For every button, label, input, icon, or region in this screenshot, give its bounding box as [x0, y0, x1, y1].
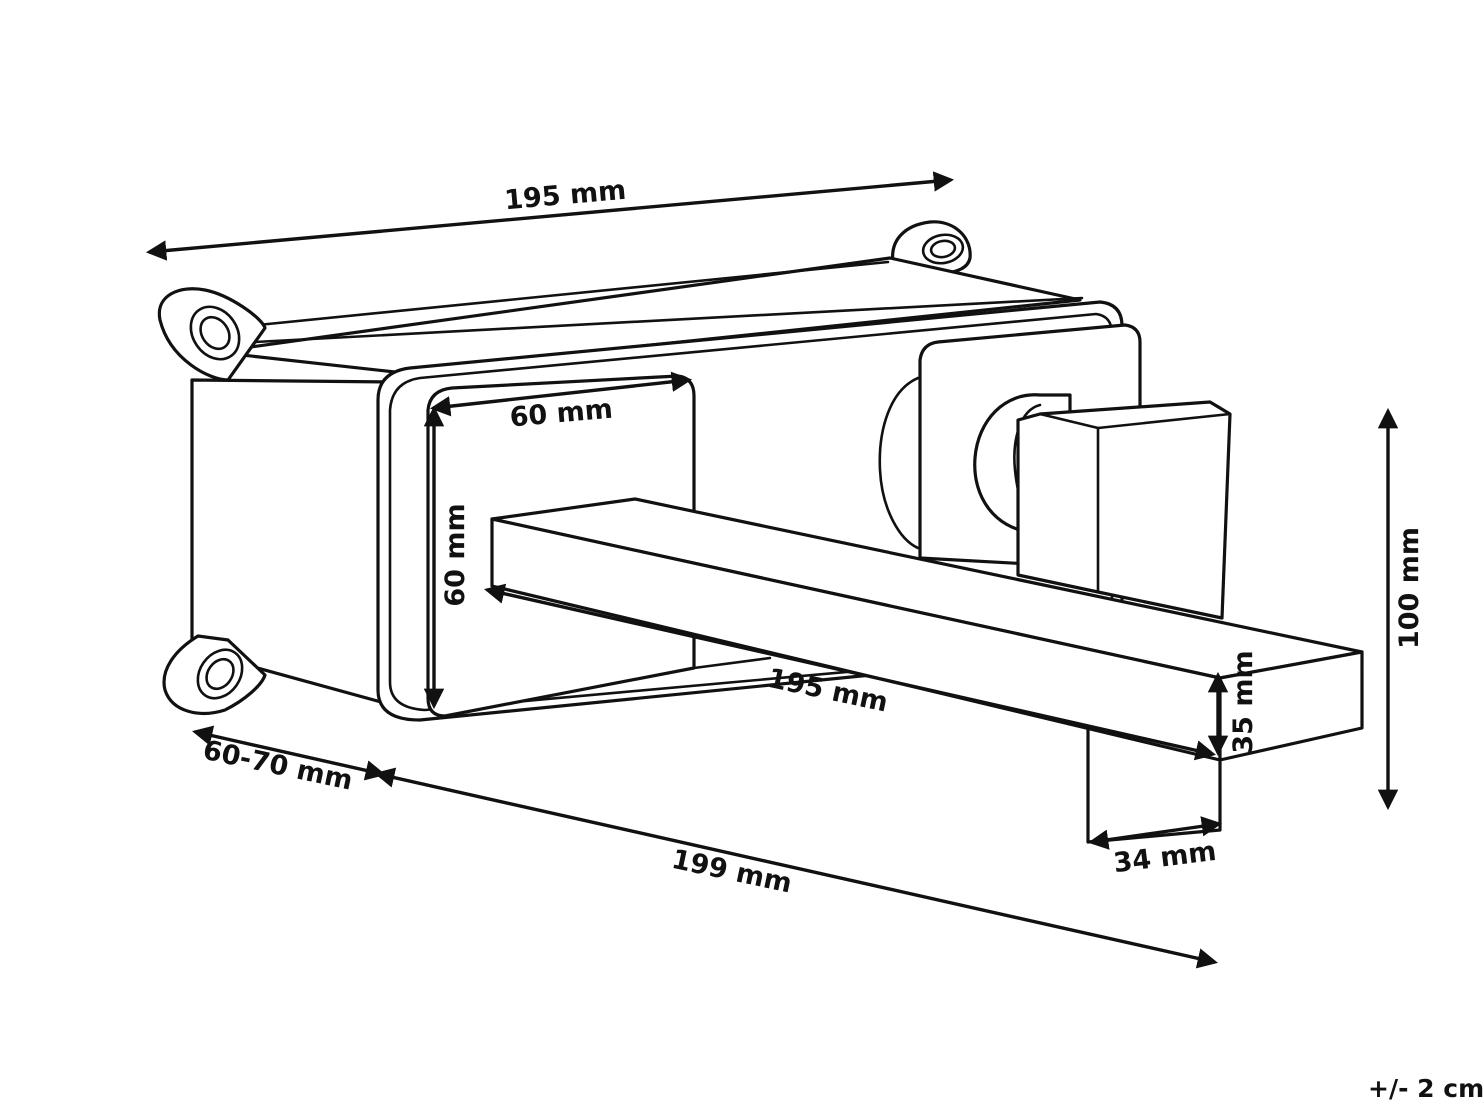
dim-line-spout-width: [1087, 816, 1223, 850]
dim-line-box-width: [145, 171, 955, 261]
label-spout-height: 35 mm: [1228, 650, 1259, 753]
label-total-height: 100 mm: [1394, 527, 1425, 649]
dim-line-plate-width: [429, 371, 693, 417]
dim-line-wall-depth: [192, 725, 386, 781]
dim-line-spout-length: [484, 583, 1216, 761]
tolerance-note: +/- 2 cm: [1368, 1074, 1484, 1103]
lever-handle: [973, 393, 1232, 620]
label-plate-height: 60 mm: [440, 503, 471, 606]
label-spout-width: 34 mm: [1112, 836, 1218, 879]
dim-line-projection: [374, 767, 1218, 969]
dimension-lines: [145, 171, 1399, 969]
label-wall-depth: 60-70 mm: [200, 735, 355, 797]
